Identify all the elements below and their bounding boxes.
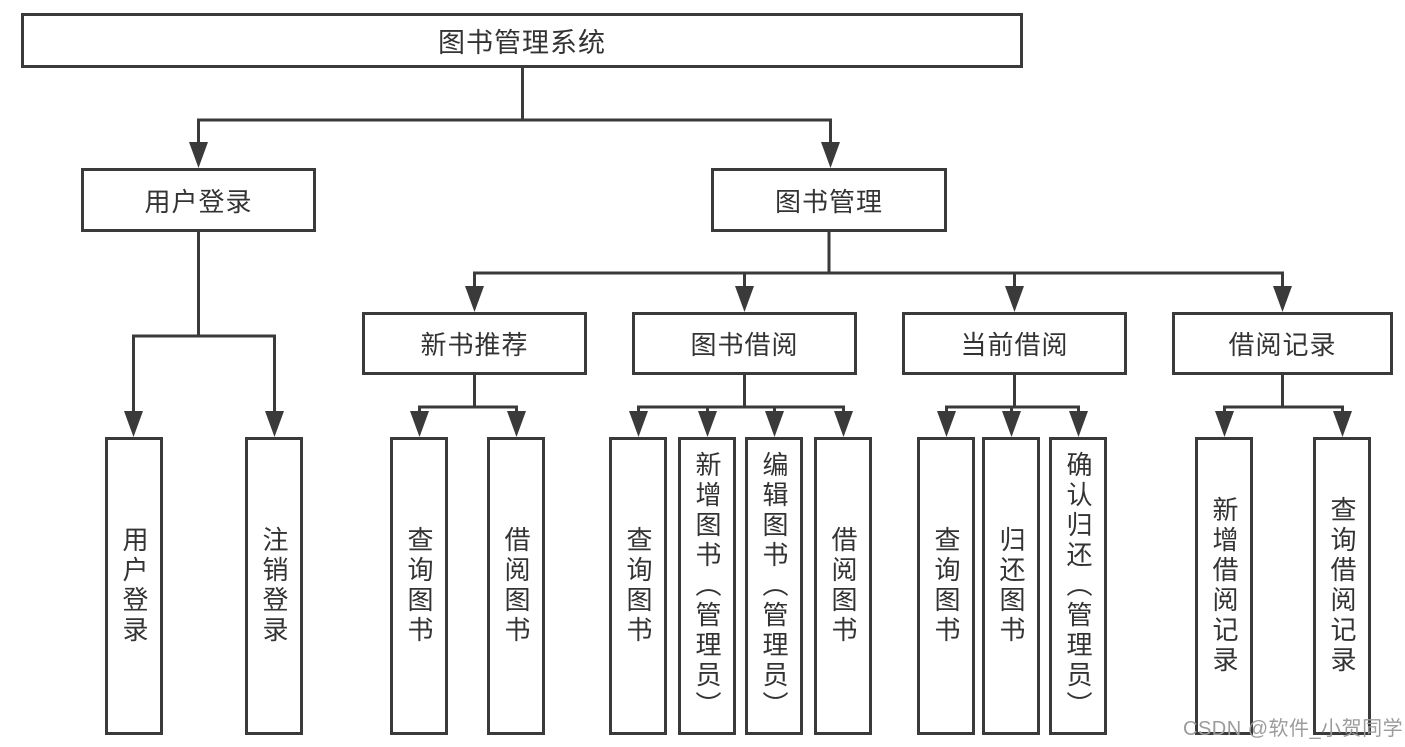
leaf-label: 查询图书 — [931, 526, 961, 646]
leaf-add-books-admin: 新增图书（管理员） — [678, 437, 736, 735]
node-current-borrow: 当前借阅 — [902, 312, 1127, 375]
leaf-label: 用户登录 — [119, 526, 149, 646]
arrowhead-icons — [124, 142, 1352, 437]
leaf-query-books-borrow: 查询图书 — [609, 437, 667, 735]
leaf-label: 借阅图书 — [501, 526, 531, 646]
leaf-user-login: 用户登录 — [105, 437, 163, 735]
leaf-query-books-recommend: 查询图书 — [390, 437, 448, 735]
leaf-label: 新增图书（管理员） — [692, 451, 722, 721]
node-new-book-recommend: 新书推荐 — [362, 312, 587, 375]
node-book-borrow: 图书借阅 — [632, 312, 857, 375]
node-borrow-record: 借阅记录 — [1172, 312, 1393, 375]
leaf-logout: 注销登录 — [245, 437, 303, 735]
connector-path — [132, 67, 1344, 414]
watermark: CSDN @软件_小贺同学 — [1183, 718, 1404, 740]
leaf-label: 借阅图书 — [828, 526, 858, 646]
leaf-label: 查询图书 — [404, 526, 434, 646]
leaf-return-books: 归还图书 — [982, 437, 1040, 735]
leaf-label: 注销登录 — [259, 526, 289, 646]
leaf-label: 新增借阅记录 — [1209, 496, 1239, 676]
node-user-login: 用户登录 — [81, 168, 316, 232]
leaf-confirm-return-admin: 确认归还（管理员） — [1049, 437, 1107, 735]
leaf-edit-books-admin: 编辑图书（管理员） — [745, 437, 803, 735]
leaf-add-borrow-record: 新增借阅记录 — [1195, 437, 1253, 735]
leaf-label: 查询借阅记录 — [1327, 496, 1357, 676]
leaf-query-books-current: 查询图书 — [917, 437, 975, 735]
node-root-system: 图书管理系统 — [21, 13, 1023, 68]
node-book-management: 图书管理 — [711, 168, 947, 232]
leaf-borrow-books-recommend: 借阅图书 — [487, 437, 545, 735]
leaf-borrow-books: 借阅图书 — [814, 437, 872, 735]
leaf-label: 归还图书 — [996, 526, 1026, 646]
leaf-label: 确认归还（管理员） — [1063, 451, 1093, 721]
leaf-query-borrow-record: 查询借阅记录 — [1313, 437, 1371, 735]
leaf-label: 编辑图书（管理员） — [759, 451, 789, 721]
leaf-label: 查询图书 — [623, 526, 653, 646]
